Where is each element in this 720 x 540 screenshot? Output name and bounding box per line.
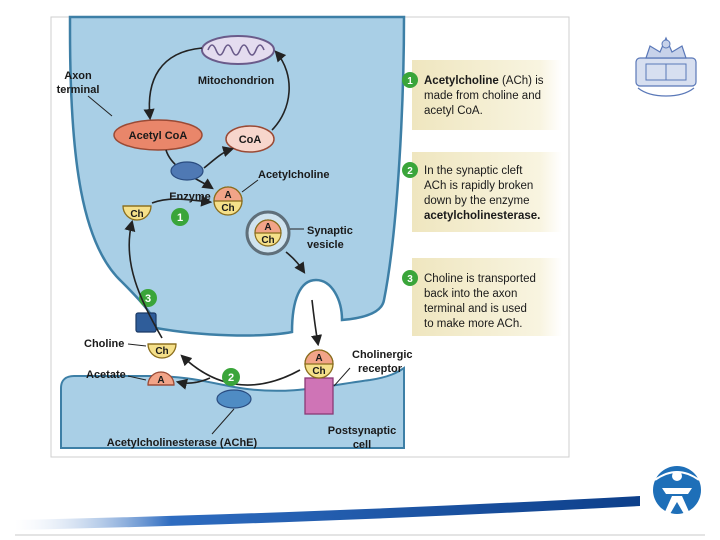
arrow-enzyme-to-coa <box>203 146 235 169</box>
callout-3-line-1: Choline is transported <box>424 273 536 285</box>
step-1-number: 1 <box>177 212 183 224</box>
mitochondrion-label: Mitochondrion <box>198 75 275 87</box>
callout-1-line-1: Acetylcholine (ACh) is <box>424 75 544 87</box>
figure-logo-icon <box>653 466 701 514</box>
ach-ch-text: Ch <box>221 203 234 214</box>
axon-terminal-leader <box>87 95 113 117</box>
coa-shape <box>225 125 275 153</box>
callout-3-line-3: terminal and is used <box>424 303 527 315</box>
callout-1: 1 Acetylcholine (ACh) is made from choli… <box>402 60 562 130</box>
synaptic-vesicle-label-2: vesicle <box>307 239 344 251</box>
ache-leader <box>211 408 235 435</box>
enzyme-shape <box>170 161 204 181</box>
axon-terminal-label-2: terminal <box>57 84 100 96</box>
callout-1-bold: Acetylcholine <box>424 75 499 87</box>
step-2-number: 2 <box>228 372 234 384</box>
axon-terminal-label-1: Axon <box>64 70 92 82</box>
synaptic-vesicle-label-1: Synaptic <box>307 225 353 237</box>
mitochondrion <box>201 35 275 65</box>
coa-label: CoA <box>239 134 262 146</box>
ach-molecule-terminal: A Ch <box>213 186 243 216</box>
ache-enzyme <box>216 389 252 409</box>
crest-icon <box>635 36 697 97</box>
callout-3-badge <box>402 270 418 286</box>
callout-2-line-4: acetylcholinesterase. <box>424 210 540 222</box>
step-2-badge <box>222 368 240 386</box>
ach-molecule-receptor: A Ch <box>304 349 334 379</box>
callout-2-line-2: ACh is rapidly broken <box>424 180 533 192</box>
receptor-a-text: A <box>315 353 322 364</box>
step-1-badge <box>171 208 189 226</box>
arrow-to-acetate <box>175 377 211 390</box>
callout-2-line-1: In the synaptic cleft <box>424 165 523 177</box>
acetate-molecule: A <box>147 371 175 386</box>
arrow-mito-to-acetylcoa <box>143 47 203 121</box>
callout-1-badge <box>402 72 418 88</box>
arrow-ach-breakdown <box>180 354 301 386</box>
callout-2: 2 In the synaptic cleft ACh is rapidly b… <box>402 152 562 232</box>
cholinergic-receptor-label-1: Cholinergic <box>352 349 413 361</box>
acetyl-coa-label: Acetyl CoA <box>129 130 188 142</box>
arrow-choline-reuptake <box>124 219 163 339</box>
vesicle-ch-text: Ch <box>261 235 274 246</box>
arrow-release <box>311 299 323 347</box>
callout-2-number: 2 <box>407 166 413 177</box>
choline-leader <box>127 343 147 347</box>
ache-label: Acetylcholinesterase (AChE) <box>107 437 258 449</box>
choline-terminal: Ch <box>122 205 152 221</box>
arrow-vesicle-to-membrane <box>285 251 306 274</box>
callout-2-line-3: down by the enzyme <box>424 195 529 207</box>
ach-a-text: A <box>224 190 231 201</box>
postsynaptic-label-1: Postsynaptic <box>328 425 396 437</box>
acetate-a-text: A <box>157 375 164 386</box>
receptor-leader <box>333 367 351 387</box>
synaptic-vesicle: A Ch <box>245 210 291 256</box>
cholinergic-receptor-label-2: receptor <box>358 363 403 375</box>
acetate-leader <box>127 375 147 381</box>
callout-3-line-4: to make more ACh. <box>424 318 522 330</box>
acetylcholine-leader <box>241 179 259 193</box>
callout-1-line-3: acetyl CoA. <box>424 105 483 117</box>
axon-terminal-body <box>68 15 406 337</box>
callout-3-number: 3 <box>407 274 413 285</box>
choline-terminal-text: Ch <box>130 209 143 220</box>
arrow-choline-to-ach <box>151 195 213 207</box>
choline-cleft-text: Ch <box>155 346 168 357</box>
receptor-ch-text: Ch <box>312 366 325 377</box>
callout-1-line-2: made from choline and <box>424 90 541 102</box>
choline-label: Choline <box>84 338 124 350</box>
callout-1-number: 1 <box>407 76 413 87</box>
cholinergic-receptor <box>304 377 334 415</box>
callout-3-line-2: back into the axon <box>424 288 517 300</box>
acetylcholine-label: Acetylcholine <box>258 169 330 181</box>
step-3-number: 3 <box>145 293 151 305</box>
choline-cleft: Ch <box>147 343 177 359</box>
callout-2-badge <box>402 162 418 178</box>
callout-3: 3 Choline is transported back into the a… <box>402 258 562 336</box>
callout-1-rest: (ACh) is <box>499 75 544 87</box>
arrow-coa-to-mito <box>271 50 290 131</box>
enzyme-label: Enzyme <box>169 191 211 203</box>
acetate-label: Acetate <box>86 369 126 381</box>
vesicle-a-text: A <box>264 222 271 233</box>
acetyl-coa-shape <box>113 119 203 151</box>
diagram: Mitochondrion Acetyl CoA CoA Enzyme A Ch… <box>50 15 570 458</box>
bottom-band <box>15 496 640 530</box>
postsynaptic-label-2: cell <box>353 439 371 451</box>
